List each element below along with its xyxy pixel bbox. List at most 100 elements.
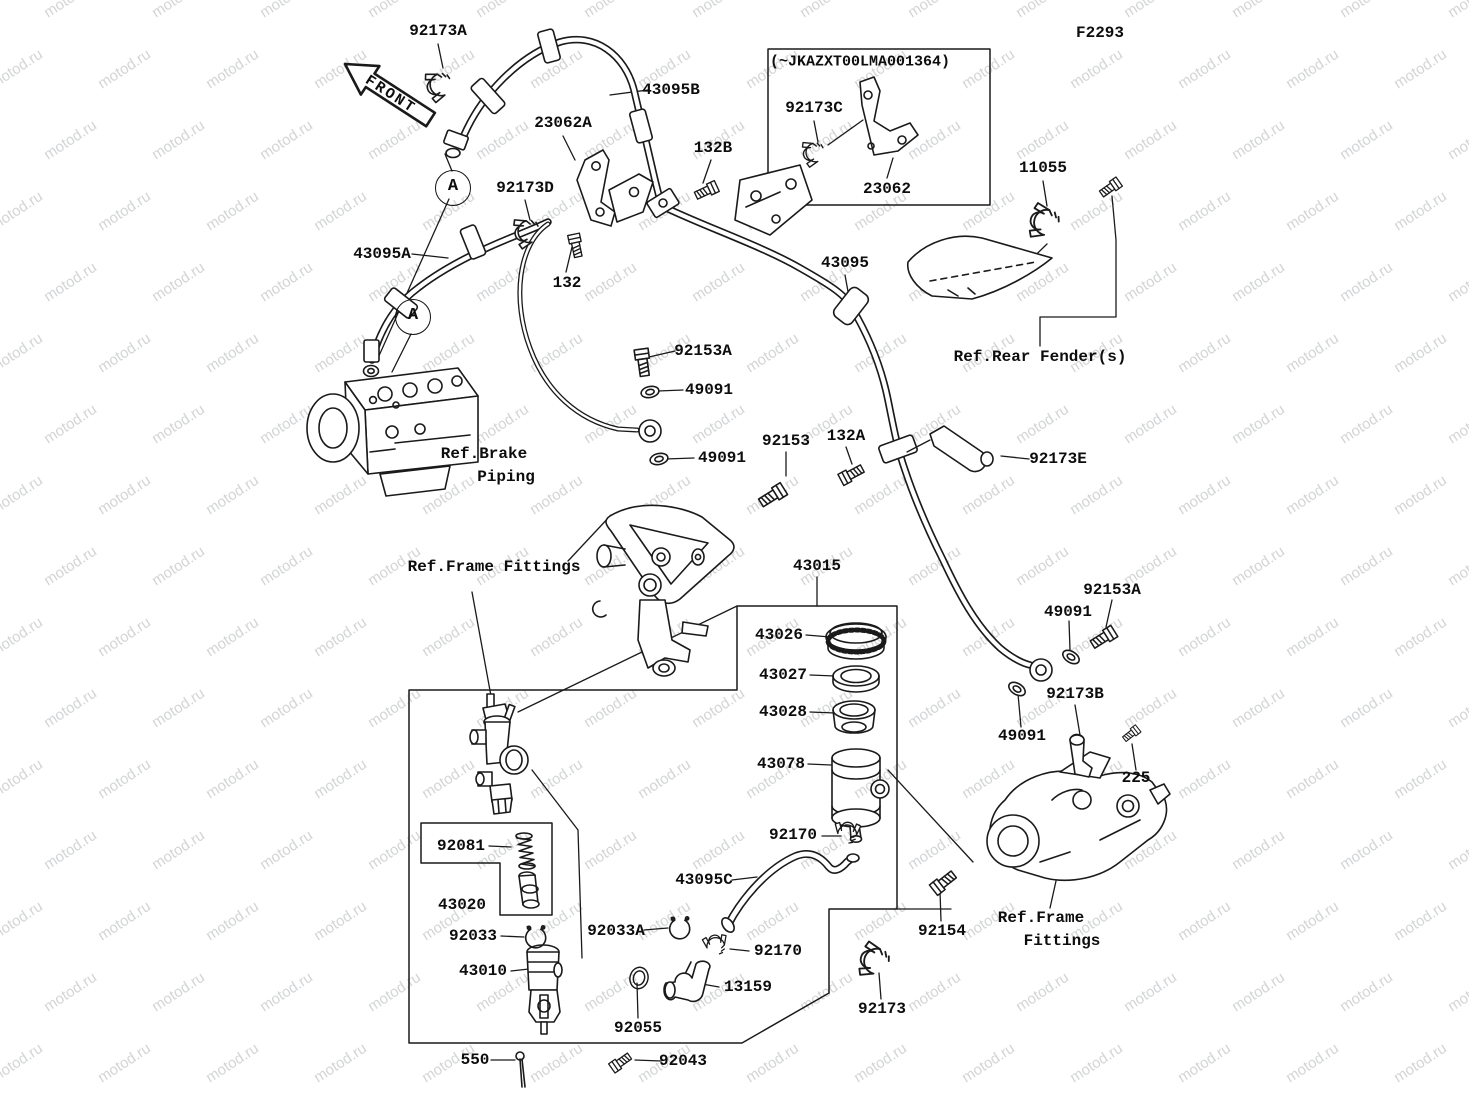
svg-text:motod.ru: motod.ru bbox=[1121, 0, 1180, 21]
svg-text:motod.ru: motod.ru bbox=[0, 46, 46, 93]
svg-text:motod.ru: motod.ru bbox=[527, 614, 586, 661]
svg-text:motod.ru: motod.ru bbox=[257, 827, 316, 874]
svg-text:motod.ru: motod.ru bbox=[1229, 685, 1288, 732]
screw-225 bbox=[1121, 724, 1142, 744]
svg-text:motod.ru: motod.ru bbox=[1391, 756, 1450, 803]
part-label-92173a-0: 92173A bbox=[409, 22, 467, 40]
part-label-ref-rear-fender-s--41: Ref.Rear Fender(s) bbox=[953, 348, 1127, 366]
part-label-43020-30: 43020 bbox=[437, 896, 487, 914]
part-label-43026-18: 43026 bbox=[754, 626, 804, 644]
hose-43095-rear bbox=[656, 201, 1053, 682]
svg-text:motod.ru: motod.ru bbox=[1121, 259, 1180, 306]
svg-text:motod.ru: motod.ru bbox=[0, 188, 46, 235]
part-label-550-39: 550 bbox=[460, 1051, 490, 1069]
pin-92043 bbox=[607, 1050, 634, 1074]
svg-text:motod.ru: motod.ru bbox=[41, 401, 100, 448]
svg-text:motod.ru: motod.ru bbox=[635, 756, 694, 803]
svg-text:motod.ru: motod.ru bbox=[1283, 46, 1342, 93]
svg-text:motod.ru: motod.ru bbox=[149, 827, 208, 874]
svg-text:motod.ru: motod.ru bbox=[689, 0, 748, 21]
bolt-132a bbox=[837, 462, 867, 487]
svg-text:motod.ru: motod.ru bbox=[527, 1040, 586, 1087]
svg-text:motod.ru: motod.ru bbox=[0, 898, 46, 945]
svg-text:motod.ru: motod.ru bbox=[743, 1040, 802, 1087]
part-label-132b-3: 132B bbox=[693, 139, 733, 157]
svg-text:motod.ru: motod.ru bbox=[1283, 472, 1342, 519]
svg-text:motod.ru: motod.ru bbox=[905, 117, 964, 164]
junction-fitting bbox=[646, 187, 680, 219]
svg-text:motod.ru: motod.ru bbox=[1337, 543, 1396, 590]
washer-49091-2 bbox=[648, 450, 670, 468]
part-label-11055-6: 11055 bbox=[1018, 159, 1068, 177]
svg-text:motod.ru: motod.ru bbox=[689, 827, 748, 874]
part-label-49091-12: 49091 bbox=[684, 381, 734, 399]
svg-text:motod.ru: motod.ru bbox=[1067, 188, 1126, 235]
svg-text:motod.ru: motod.ru bbox=[527, 756, 586, 803]
svg-text:motod.ru: motod.ru bbox=[149, 543, 208, 590]
bracket-right-top bbox=[734, 164, 813, 236]
svg-text:motod.ru: motod.ru bbox=[1229, 543, 1288, 590]
bolt-132b bbox=[692, 179, 720, 202]
svg-text:motod.ru: motod.ru bbox=[1229, 827, 1288, 874]
svg-text:motod.ru: motod.ru bbox=[1445, 543, 1469, 590]
svg-text:motod.ru: motod.ru bbox=[1229, 117, 1288, 164]
svg-text:motod.ru: motod.ru bbox=[1337, 685, 1396, 732]
svg-text:motod.ru: motod.ru bbox=[581, 259, 640, 306]
svg-text:motod.ru: motod.ru bbox=[0, 330, 46, 377]
svg-text:motod.ru: motod.ru bbox=[95, 1040, 154, 1087]
svg-text:motod.ru: motod.ru bbox=[0, 756, 46, 803]
svg-text:motod.ru: motod.ru bbox=[905, 827, 964, 874]
svg-text:motod.ru: motod.ru bbox=[419, 756, 478, 803]
cotter-pin-550 bbox=[515, 1051, 526, 1088]
svg-text:motod.ru: motod.ru bbox=[851, 1040, 910, 1087]
exploded-view-boxes bbox=[408, 48, 991, 1044]
figure-code: F2293 bbox=[1075, 24, 1125, 42]
leader-lines bbox=[411, 43, 1137, 1062]
svg-text:motod.ru: motod.ru bbox=[1013, 401, 1072, 448]
svg-text:motod.ru: motod.ru bbox=[581, 685, 640, 732]
svg-text:motod.ru: motod.ru bbox=[41, 827, 100, 874]
svg-text:motod.ru: motod.ru bbox=[959, 472, 1018, 519]
svg-text:motod.ru: motod.ru bbox=[1391, 188, 1450, 235]
svg-text:motod.ru: motod.ru bbox=[95, 188, 154, 235]
part-label-92173e-16: 92173E bbox=[1029, 450, 1087, 468]
svg-text:motod.ru: motod.ru bbox=[1013, 543, 1072, 590]
part-label-49091-22: 49091 bbox=[1043, 603, 1093, 621]
svg-text:motod.ru: motod.ru bbox=[311, 188, 370, 235]
view-marker-a-1: A bbox=[435, 170, 471, 206]
caliper-bracket bbox=[986, 751, 1171, 882]
svg-text:motod.ru: motod.ru bbox=[1445, 827, 1469, 874]
svg-text:motod.ru: motod.ru bbox=[581, 401, 640, 448]
washer-49091-1 bbox=[639, 383, 661, 401]
svg-text:motod.ru: motod.ru bbox=[203, 614, 262, 661]
svg-text:motod.ru: motod.ru bbox=[689, 401, 748, 448]
svg-text:motod.ru: motod.ru bbox=[311, 614, 370, 661]
rear-fender bbox=[907, 235, 1053, 300]
part-label-fittings-46: Fittings bbox=[1023, 932, 1101, 950]
svg-text:motod.ru: motod.ru bbox=[203, 46, 262, 93]
bracket-23062a bbox=[576, 149, 654, 227]
part-label-92173b-23: 92173B bbox=[1046, 685, 1104, 703]
svg-text:motod.ru: motod.ru bbox=[905, 685, 964, 732]
svg-text:motod.ru: motod.ru bbox=[95, 614, 154, 661]
svg-text:motod.ru: motod.ru bbox=[365, 969, 424, 1016]
svg-text:motod.ru: motod.ru bbox=[257, 0, 316, 21]
svg-text:motod.ru: motod.ru bbox=[797, 0, 856, 21]
part-label-43095-10: 43095 bbox=[820, 254, 870, 272]
svg-text:motod.ru: motod.ru bbox=[1229, 259, 1288, 306]
part-label-43095a-8: 43095A bbox=[353, 245, 411, 263]
svg-text:motod.ru: motod.ru bbox=[1283, 188, 1342, 235]
svg-text:motod.ru: motod.ru bbox=[311, 1040, 370, 1087]
svg-text:motod.ru: motod.ru bbox=[203, 1040, 262, 1087]
svg-text:motod.ru: motod.ru bbox=[1067, 472, 1126, 519]
part-label-92173-38: 92173 bbox=[857, 1000, 907, 1018]
svg-text:motod.ru: motod.ru bbox=[95, 472, 154, 519]
svg-text:motod.ru: motod.ru bbox=[1337, 117, 1396, 164]
svg-text:motod.ru: motod.ru bbox=[149, 117, 208, 164]
part-label-92154-37: 92154 bbox=[917, 922, 967, 940]
part-label-13159-35: 13159 bbox=[723, 978, 773, 996]
part-label-49091-24: 49091 bbox=[997, 727, 1047, 745]
svg-text:motod.ru: motod.ru bbox=[473, 0, 532, 21]
construction-lines bbox=[377, 153, 974, 959]
